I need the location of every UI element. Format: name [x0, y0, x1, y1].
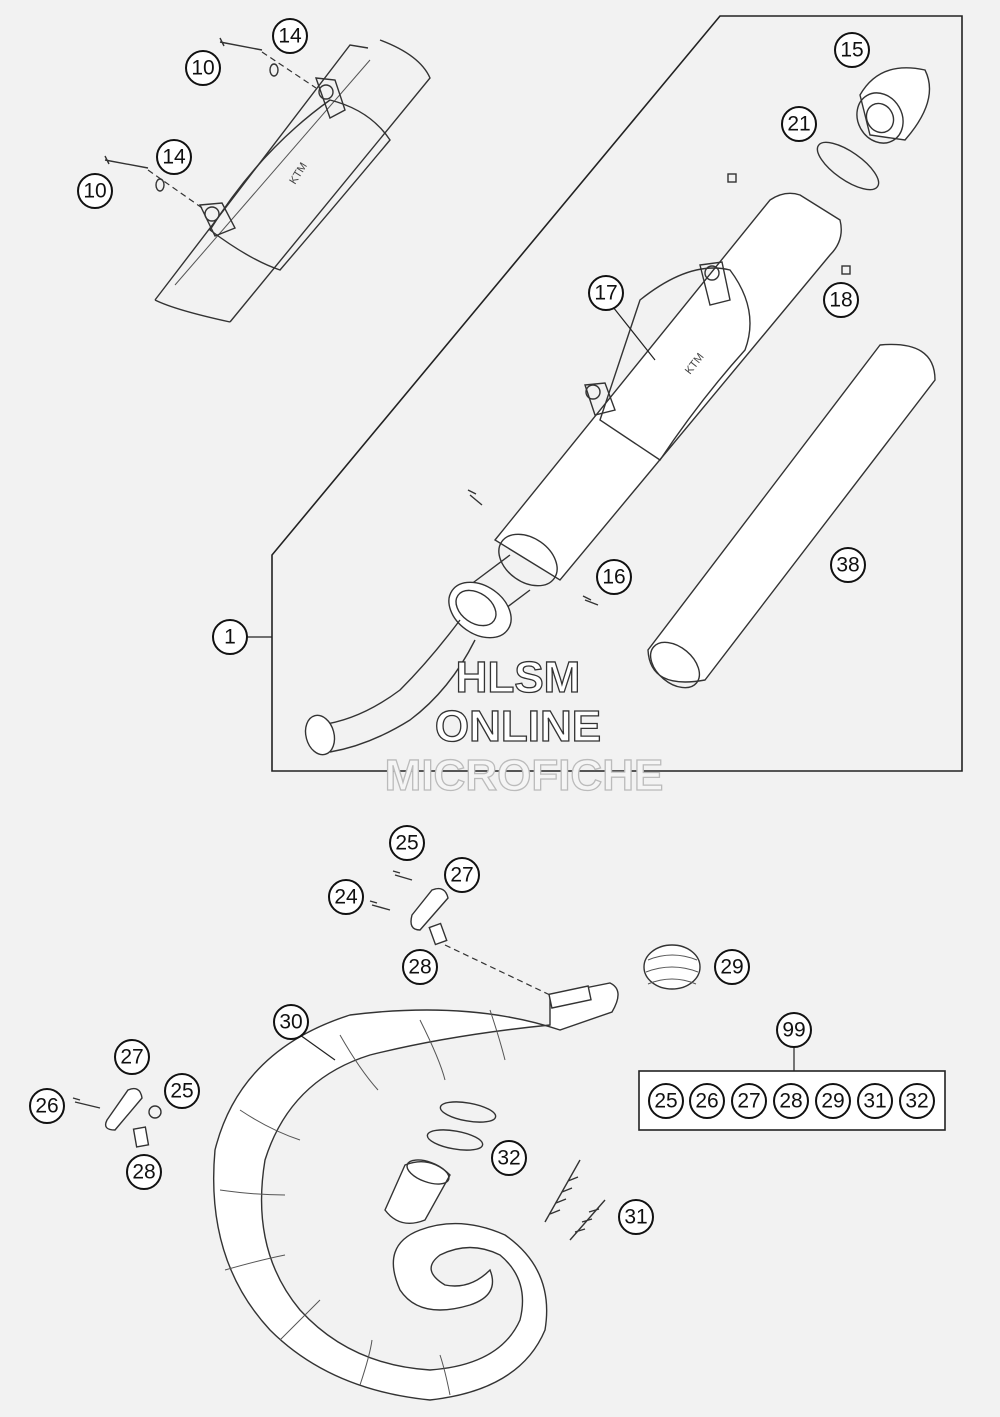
- svg-text:38: 38: [836, 554, 859, 577]
- svg-text:HLSM: HLSM: [456, 653, 581, 702]
- kit-item: 28: [773, 1083, 809, 1119]
- callout-99: 99: [776, 1012, 812, 1048]
- svg-text:28: 28: [408, 956, 431, 979]
- callout-30: 30: [273, 1004, 309, 1040]
- svg-text:26: 26: [35, 1095, 58, 1118]
- callout-29: 29: [714, 949, 750, 985]
- kit-item: 31: [857, 1083, 893, 1119]
- callout-17: 17: [588, 275, 624, 311]
- callout-1: 1: [212, 619, 248, 655]
- gasket-32-b: [426, 1129, 484, 1151]
- svg-text:18: 18: [829, 289, 852, 312]
- rivet-18-upper: [727, 173, 737, 183]
- end-cap-15: [856, 67, 931, 144]
- spring-31-a: [544, 1159, 581, 1223]
- svg-text:27: 27: [120, 1046, 143, 1069]
- kit-item: 27: [731, 1083, 767, 1119]
- rivet-18-lower: [841, 265, 851, 275]
- callout-15: 15: [834, 32, 870, 68]
- silencer-body-17: KTM: [304, 192, 842, 756]
- svg-text:14: 14: [162, 146, 186, 169]
- svg-text:15: 15: [840, 39, 863, 62]
- svg-text:1: 1: [224, 626, 236, 649]
- kit-item: 26: [689, 1083, 725, 1119]
- callout-24: 24: [328, 879, 364, 915]
- svg-text:21: 21: [787, 113, 810, 136]
- callout-18: 18: [823, 282, 859, 318]
- leader-lines: [248, 306, 656, 1061]
- callout-28-upper: 28: [402, 949, 438, 985]
- svg-text:99: 99: [782, 1019, 805, 1042]
- svg-text:10: 10: [191, 57, 214, 80]
- svg-text:25: 25: [654, 1090, 677, 1113]
- washer-14-lower: [155, 178, 165, 192]
- kit-item: 32: [899, 1083, 935, 1119]
- kit-item: 29: [815, 1083, 851, 1119]
- gasket-32-a: [439, 1101, 497, 1123]
- silencer-insert-38: [647, 343, 936, 689]
- kit-99-contents: 25 26 27 28 29 31 32: [648, 1083, 935, 1119]
- exhaust-pipe-30: [212, 982, 619, 1401]
- frame-mount-inset: KTM: [104, 37, 431, 323]
- svg-text:27: 27: [737, 1090, 760, 1113]
- svg-text:32: 32: [497, 1147, 520, 1170]
- svg-text:25: 25: [395, 832, 418, 855]
- callout-32: 32: [491, 1140, 527, 1176]
- svg-text:14: 14: [278, 25, 302, 48]
- svg-text:24: 24: [334, 886, 358, 909]
- callout-25-lower: 25: [164, 1073, 200, 1109]
- svg-text:30: 30: [279, 1011, 302, 1034]
- callout-14-lower: 14: [156, 139, 192, 175]
- callout-14-upper: 14: [272, 18, 308, 54]
- svg-text:28: 28: [132, 1161, 155, 1184]
- svg-text:28: 28: [779, 1090, 802, 1113]
- svg-text:31: 31: [863, 1090, 886, 1113]
- svg-text:16: 16: [602, 566, 625, 589]
- spring-31-b: [569, 1199, 606, 1241]
- callout-10-upper: 10: [185, 50, 221, 86]
- svg-text:26: 26: [695, 1090, 718, 1113]
- callout-28-lower: 28: [126, 1154, 162, 1190]
- bolt-10-lower: [104, 155, 149, 169]
- svg-text:25: 25: [170, 1080, 193, 1103]
- svg-text:29: 29: [821, 1090, 844, 1113]
- callout-38: 38: [830, 547, 866, 583]
- svg-text:27: 27: [450, 864, 473, 887]
- screw-16-upper: [467, 489, 483, 506]
- ktm-logo-inset: KTM: [287, 161, 309, 187]
- watermark: HLSM ONLINE MICROFICHE: [384, 652, 664, 800]
- callout-27-upper: 27: [444, 857, 480, 893]
- kit-item: 25: [648, 1083, 684, 1119]
- callout-21: 21: [781, 106, 817, 142]
- callout-10-lower: 10: [77, 173, 113, 209]
- callout-31: 31: [618, 1199, 654, 1235]
- washer-14-upper: [269, 63, 279, 77]
- callout-27-lower: 27: [114, 1039, 150, 1075]
- bolt-10-upper: [219, 37, 263, 51]
- svg-text:31: 31: [624, 1206, 647, 1229]
- svg-text:ONLINE: ONLINE: [435, 702, 601, 751]
- silencer-assembly-frame: [271, 15, 963, 772]
- callout-26: 26: [29, 1088, 65, 1124]
- o-ring-21: [816, 141, 880, 191]
- callout-25-upper: 25: [389, 825, 425, 861]
- svg-text:32: 32: [905, 1090, 928, 1113]
- svg-text:MICROFICHE: MICROFICHE: [385, 751, 664, 800]
- mount-bracket-lower: [72, 1087, 162, 1148]
- svg-text:10: 10: [83, 180, 106, 203]
- svg-text:29: 29: [720, 956, 743, 979]
- screw-16-lower: [582, 595, 599, 606]
- mount-bracket-upper: [369, 870, 551, 996]
- svg-text:17: 17: [594, 282, 617, 305]
- rubber-sleeve-29: [643, 944, 701, 990]
- callout-16: 16: [596, 559, 632, 595]
